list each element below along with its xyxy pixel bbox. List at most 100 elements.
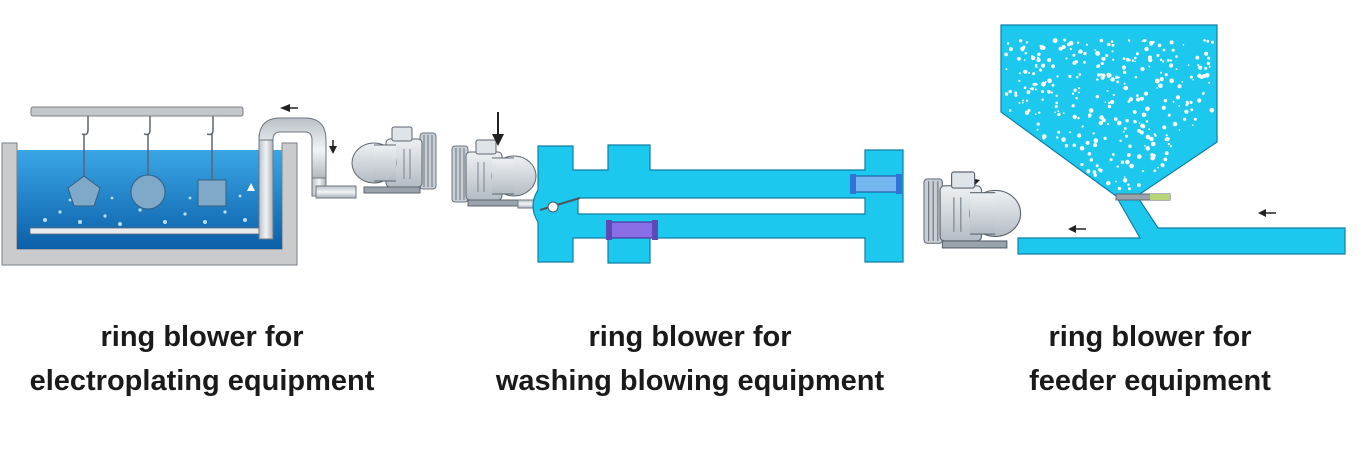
granule — [1208, 81, 1211, 84]
granule — [1122, 178, 1128, 183]
granule — [1120, 160, 1125, 164]
granule — [1172, 121, 1178, 127]
granule — [1116, 80, 1120, 84]
granule — [1125, 134, 1129, 138]
granule — [1107, 123, 1109, 126]
hanger-rail — [30, 106, 244, 117]
granule — [1042, 47, 1045, 50]
granule — [1110, 77, 1115, 82]
granule — [1006, 42, 1010, 45]
granule — [1135, 52, 1139, 56]
granule — [1169, 40, 1174, 45]
ring-blower-icon — [451, 139, 537, 207]
diagram-scene — [1, 24, 1346, 266]
granule — [1068, 40, 1074, 46]
granule — [1110, 99, 1115, 105]
granule — [1157, 166, 1159, 169]
granule — [1083, 52, 1087, 56]
granule — [1024, 51, 1028, 55]
granule — [1080, 162, 1084, 167]
granule — [1017, 56, 1021, 61]
granule — [1122, 57, 1126, 60]
granule — [1085, 140, 1090, 145]
granule — [1203, 39, 1206, 42]
granule — [1127, 39, 1131, 42]
granule — [1111, 43, 1115, 47]
granule — [1079, 145, 1085, 151]
granule — [1057, 130, 1061, 134]
granule — [1127, 183, 1130, 186]
granule — [1100, 75, 1105, 80]
granule — [1032, 82, 1037, 87]
granule — [1142, 112, 1145, 115]
granule — [1078, 91, 1080, 94]
granule — [1102, 118, 1106, 123]
granule — [1169, 78, 1174, 84]
granule — [1064, 144, 1069, 148]
granule — [1034, 113, 1037, 115]
granule — [1061, 137, 1066, 142]
granule — [1140, 67, 1145, 72]
granule — [1134, 56, 1137, 60]
arrow-icon — [247, 104, 337, 191]
granule — [1132, 110, 1137, 114]
granule — [1123, 176, 1126, 178]
granule — [1207, 56, 1211, 60]
granule — [1156, 54, 1160, 57]
granule — [1162, 48, 1166, 52]
granule — [1149, 136, 1154, 142]
granule — [1096, 64, 1100, 69]
granule — [1161, 105, 1166, 110]
granule — [1208, 65, 1211, 68]
granule — [1117, 76, 1120, 79]
granule — [1185, 103, 1189, 107]
granule — [1092, 170, 1097, 174]
granule — [1112, 93, 1115, 97]
granule — [1108, 101, 1111, 105]
caption-line-2: washing blowing equipment — [495, 365, 885, 397]
granule — [1181, 81, 1184, 83]
arrow-icon — [492, 112, 504, 146]
granule — [1047, 58, 1052, 63]
granule — [1036, 128, 1039, 131]
granule — [1025, 41, 1028, 44]
granule — [1185, 100, 1189, 104]
granule — [1093, 143, 1098, 148]
granule — [1183, 117, 1187, 121]
granule — [1160, 163, 1165, 168]
granule — [1023, 59, 1026, 61]
granule — [1148, 65, 1151, 68]
granule — [1054, 111, 1056, 114]
granule — [1055, 101, 1058, 105]
granule — [1116, 165, 1119, 168]
granule — [1197, 98, 1202, 103]
granule — [1031, 55, 1034, 58]
granule — [1154, 78, 1160, 84]
granule — [1036, 122, 1040, 126]
granule — [1144, 91, 1149, 96]
granule — [1145, 134, 1151, 140]
granule — [1057, 110, 1060, 112]
granule — [1041, 63, 1046, 68]
aeration-pipe — [29, 227, 261, 235]
granule — [1163, 98, 1168, 103]
valve-icon — [606, 220, 658, 240]
granule — [1086, 169, 1091, 174]
granule — [1148, 55, 1152, 60]
granule — [1030, 87, 1034, 91]
caption-feeder: ring blower for feeder equipment — [990, 315, 1310, 403]
granule — [1089, 158, 1094, 162]
ring-blower-icon — [923, 171, 1022, 249]
caption-line-2: electroplating equipment — [29, 365, 375, 397]
granule — [1095, 164, 1099, 168]
granule — [1123, 127, 1127, 130]
granule — [1104, 101, 1107, 103]
granule — [1184, 109, 1189, 114]
granule — [1055, 94, 1058, 98]
granule — [1112, 58, 1115, 61]
granule — [1204, 51, 1209, 56]
granule — [1159, 58, 1163, 61]
granule — [1018, 72, 1021, 75]
granule — [1107, 104, 1112, 109]
granule — [1081, 125, 1084, 128]
